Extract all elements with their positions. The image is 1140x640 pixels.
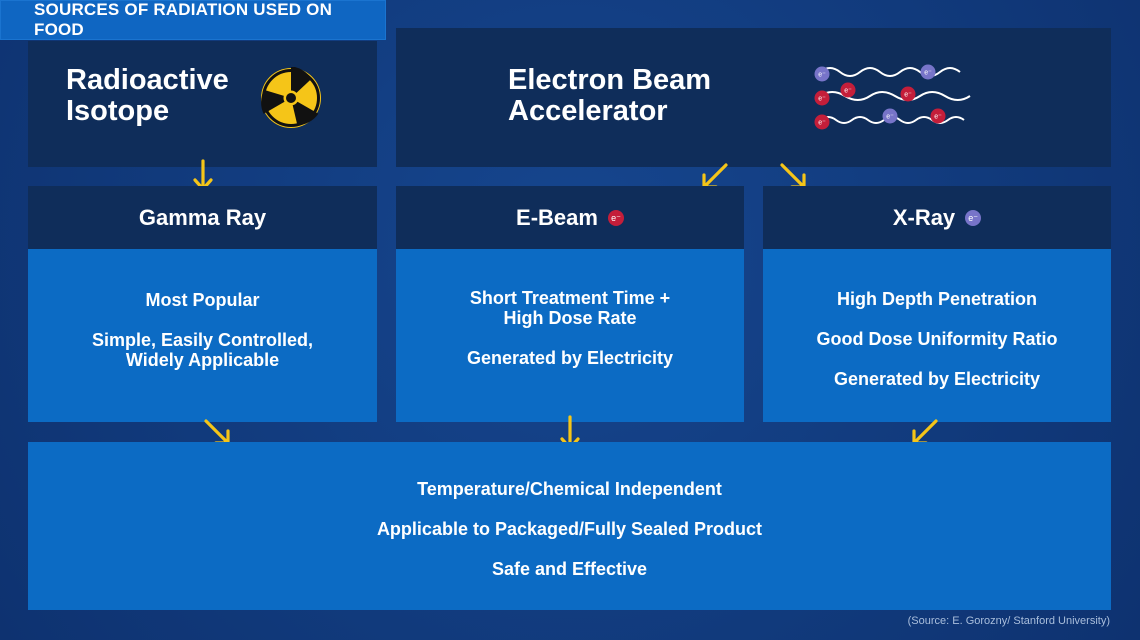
electron-purple-icon: e⁻ <box>965 209 982 226</box>
svg-text:e⁻: e⁻ <box>934 114 942 121</box>
feature-text: Most Popular <box>145 290 260 310</box>
common-feature-text: Applicable to Packaged/Fully Sealed Prod… <box>376 519 763 539</box>
electron-red-icon: e⁻ <box>607 209 624 226</box>
category-title-x-ray: X-Ray <box>892 204 956 230</box>
features-box-e-beam: Short Treatment Time + High Dose Rate Ge… <box>396 249 744 422</box>
features-box-gamma-ray: Most Popular Simple, Easily Controlled, … <box>28 249 377 422</box>
svg-text:e⁻: e⁻ <box>904 92 912 99</box>
svg-text:e⁻: e⁻ <box>924 70 932 77</box>
svg-text:e⁻: e⁻ <box>844 88 852 95</box>
source-box-radioactive-isotope: Radioactive Isotope <box>28 41 377 167</box>
common-feature-text: Safe and Effective <box>491 559 648 579</box>
features-box-x-ray: High Depth Penetration Good Dose Uniform… <box>763 249 1111 422</box>
common-benefits-box: Temperature/Chemical Independent Applica… <box>28 442 1111 610</box>
radiation-hazard-icon <box>261 67 321 128</box>
source-title-electron-beam-accelerator: Electron Beam Accelerator <box>508 64 712 127</box>
electron-beam-icon: e⁻ e⁻ e⁻ e⁻ e⁻ e⁻ e⁻ e⁻ <box>814 64 971 130</box>
category-header-e-beam: E-Beam e⁻ <box>396 186 744 249</box>
svg-text:e⁻: e⁻ <box>818 72 826 79</box>
source-credit: (Source: E. Gorozny/ Stanford University… <box>907 615 1110 627</box>
diagram-title: SOURCES OF RADIATION USED ON FOOD <box>0 0 386 40</box>
feature-text: High Depth Penetration <box>836 289 1037 309</box>
feature-text: Simple, Easily Controlled, Widely Applic… <box>91 330 314 370</box>
category-header-x-ray: X-Ray e⁻ <box>763 186 1111 249</box>
common-feature-text: Temperature/Chemical Independent <box>417 479 722 499</box>
category-title-gamma-ray: Gamma Ray <box>138 204 267 230</box>
category-header-gamma-ray: Gamma Ray <box>28 186 377 249</box>
source-box-electron-beam-accelerator: Electron Beam Accelerator e⁻ e⁻ e⁻ e⁻ e⁻… <box>396 28 1111 167</box>
source-title-radioactive-isotope: Radioactive Isotope <box>66 64 229 127</box>
feature-text: Generated by Electricity <box>833 369 1041 389</box>
svg-text:e⁻: e⁻ <box>818 120 826 127</box>
svg-text:e⁻: e⁻ <box>818 96 826 103</box>
svg-text:e⁻: e⁻ <box>886 114 894 121</box>
feature-text: Good Dose Uniformity Ratio <box>816 329 1058 349</box>
feature-text: Generated by Electricity <box>466 348 674 368</box>
category-title-e-beam: E-Beam <box>516 204 598 230</box>
feature-text: Short Treatment Time + High Dose Rate <box>469 288 671 328</box>
